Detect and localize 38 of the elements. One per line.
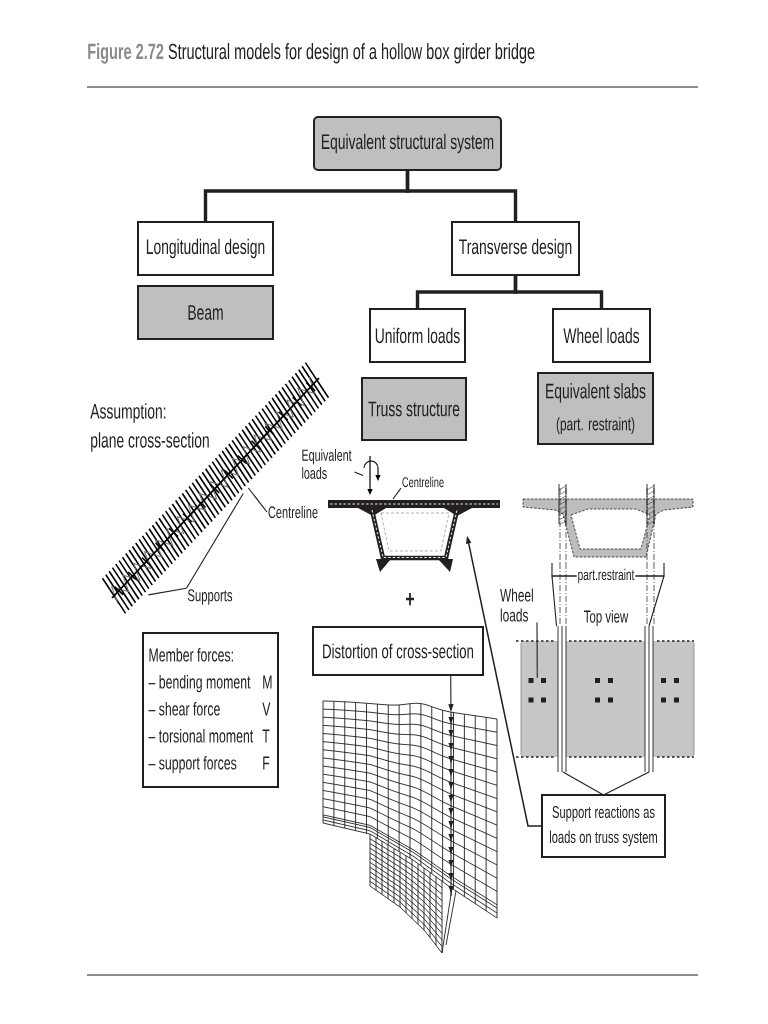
note-text: Assumption: plane cross-section (90, 403, 209, 452)
text-box: Equivalent structural system (313, 116, 502, 171)
callout-label: Equivalent loads (302, 449, 352, 479)
leader-line (185, 492, 244, 589)
text-box: Distortion of cross-section (312, 626, 484, 676)
text-box: Truss structure (361, 377, 467, 441)
text-box: Uniform loads (369, 308, 466, 363)
callout-label: Wheel loads (500, 588, 533, 622)
callout-label: part.restraint (578, 568, 635, 584)
connector-line (405, 170, 518, 222)
callout-label: Centreline (402, 476, 444, 488)
text-box: Longitudinal design (137, 221, 274, 276)
mesh-drawing (322, 700, 498, 954)
connector-line (513, 275, 604, 309)
projection-line (646, 562, 648, 627)
text-box: Equivalent slabs (part. restraint) (537, 372, 654, 445)
leader-line (147, 587, 187, 596)
plus-sign: + (406, 592, 414, 606)
text-box: Wheel loads (552, 308, 651, 363)
cross-section-drawing (522, 483, 694, 564)
projection-line (559, 562, 561, 627)
load-symbol (363, 455, 381, 495)
caption-text: Top view (584, 609, 629, 627)
leader-line (634, 575, 665, 627)
leader-line (551, 575, 578, 627)
text-box: Member forces: – bending moment M – shear force V – torsional moment T – support forces F (142, 632, 279, 788)
figure-title: Figure 2.72 Structural models for design of a hollow box girder bridge (88, 43, 535, 64)
leader-line (247, 487, 268, 513)
text-box: Support reactions as loads on truss system (541, 794, 666, 858)
text-box: Beam (137, 285, 274, 340)
projection-line (653, 562, 655, 627)
text-box: Transverse design (451, 221, 580, 276)
cross-section-drawing (328, 500, 500, 572)
leader-line (353, 471, 364, 477)
leader-line (392, 487, 402, 500)
leader-line (602, 771, 650, 796)
leader-line (562, 771, 605, 796)
projection-line (565, 562, 567, 627)
